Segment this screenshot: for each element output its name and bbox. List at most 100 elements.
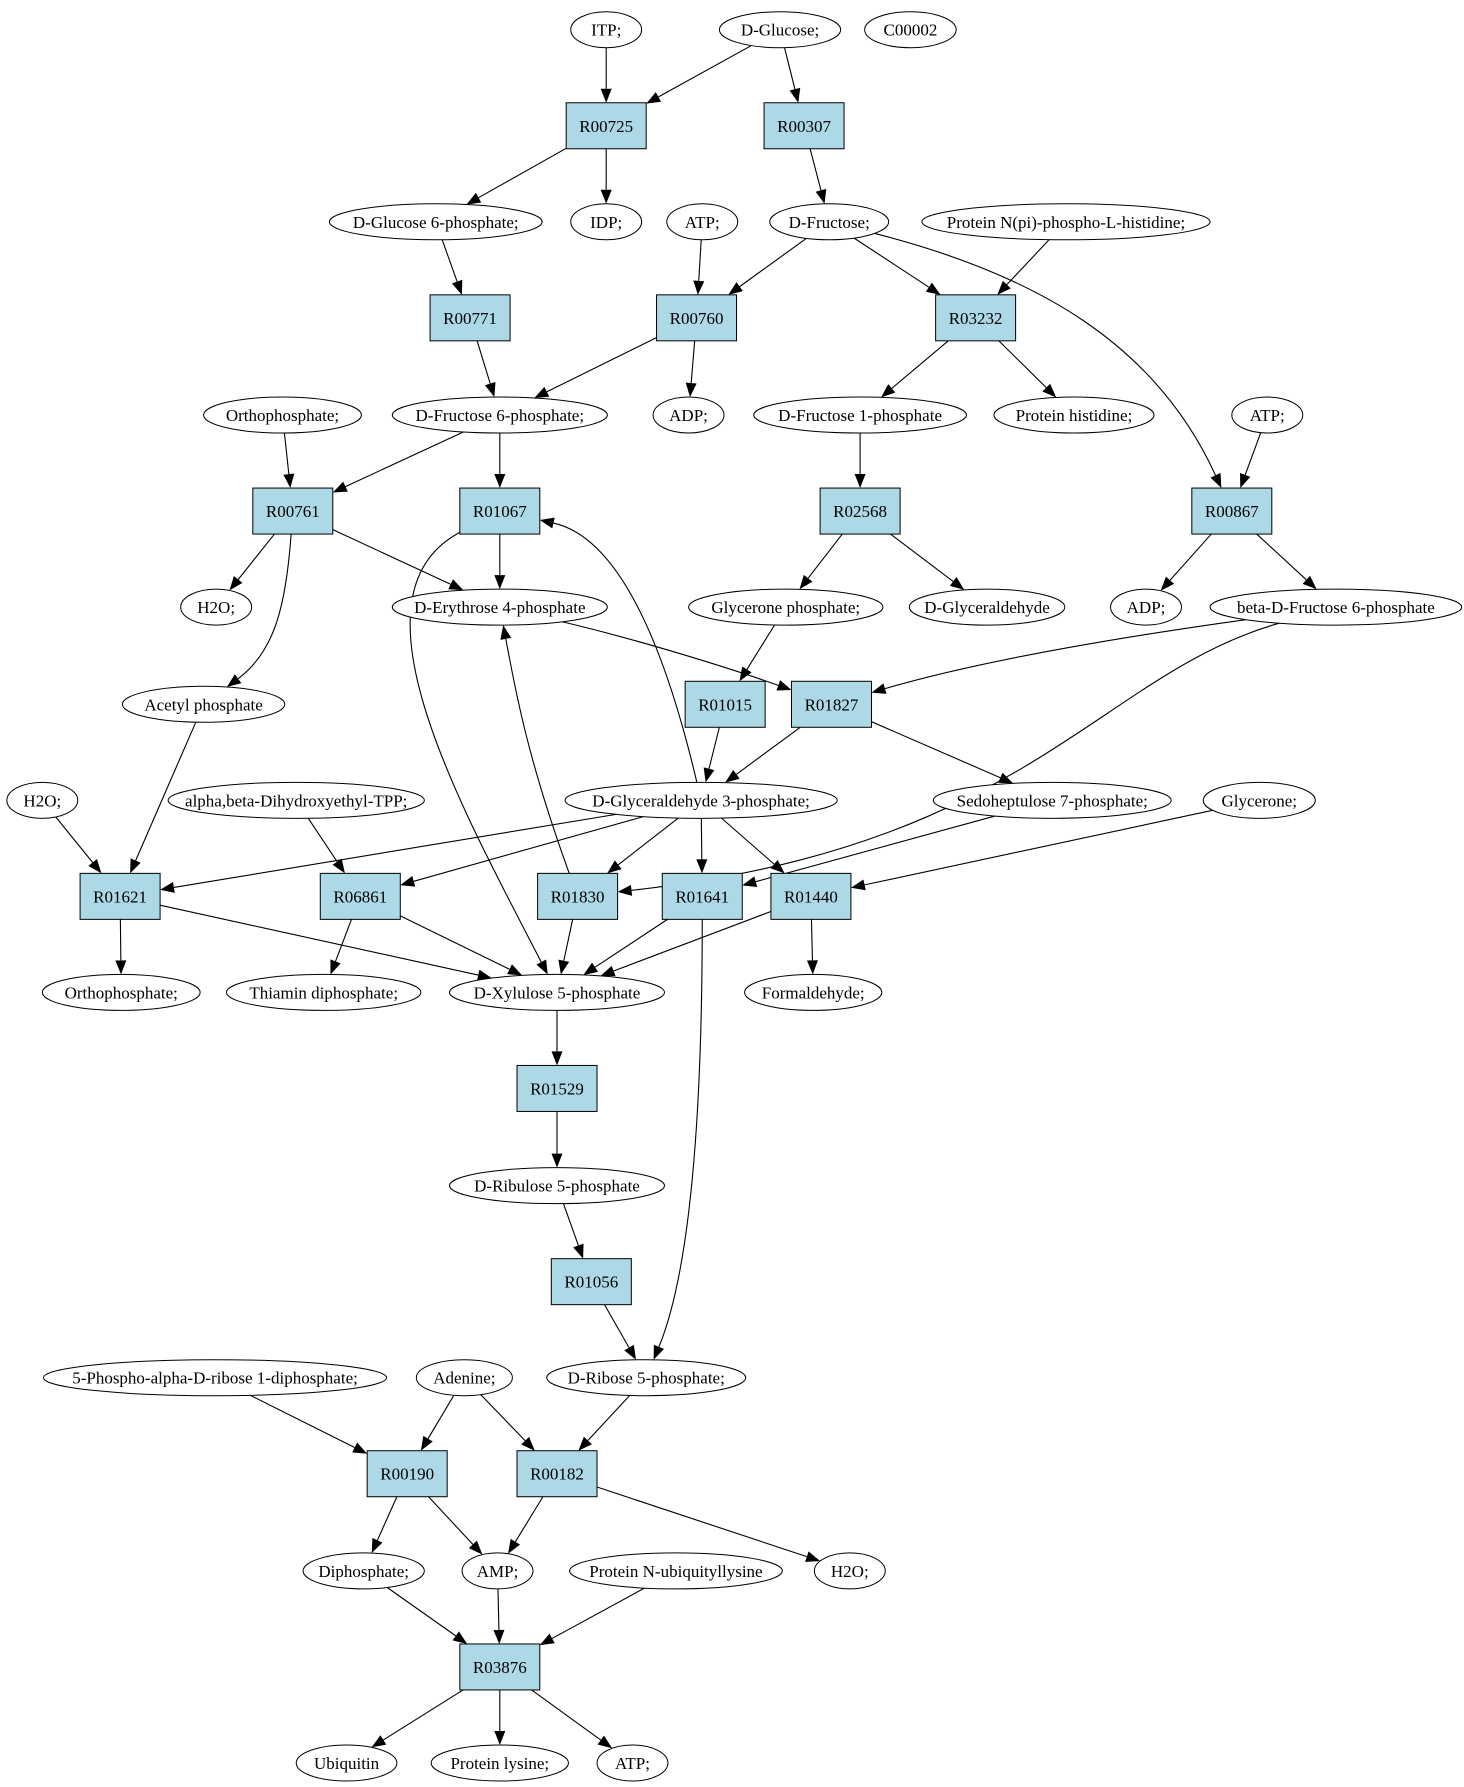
compound-node-ru5p[interactable]: D-Ribulose 5-phosphate xyxy=(448,1167,666,1205)
arrowhead-prpp-to-r00190 xyxy=(352,1442,368,1454)
compound-node-ortho1[interactable]: Orthophosphate; xyxy=(203,396,362,434)
compound-node-h2o2[interactable]: H2O; xyxy=(6,781,79,819)
node-label: R00725 xyxy=(579,117,633,136)
compound-node-f1p[interactable]: D-Fructose 1-phosphate xyxy=(753,396,967,434)
compound-node-thiamin[interactable]: Thiamin diphosphate; xyxy=(225,973,422,1011)
reaction-box xyxy=(516,1450,598,1498)
compound-node-e4p[interactable]: D-Erythrose 4-phosphate xyxy=(391,588,608,626)
reaction-node-r01529[interactable]: R01529 xyxy=(516,1064,598,1112)
node-label: R02568 xyxy=(833,502,887,521)
reaction-node-r01067[interactable]: R01067 xyxy=(459,487,541,535)
compound-node-x5p[interactable]: D-Xylulose 5-phosphate xyxy=(448,973,666,1011)
compound-node-glyceronep[interactable]: Glycerone phosphate; xyxy=(688,588,884,626)
node-label: D-Erythrose 4-phosphate xyxy=(414,598,585,617)
reaction-node-r00307[interactable]: R00307 xyxy=(763,102,845,150)
reaction-node-r00725[interactable]: R00725 xyxy=(565,102,647,150)
compound-node-ubiquitin[interactable]: Ubiquitin xyxy=(295,1744,398,1782)
reaction-box xyxy=(550,1258,632,1306)
compound-node-protubi[interactable]: Protein N-ubiquityllysine xyxy=(569,1552,783,1590)
reaction-box xyxy=(565,102,647,150)
reaction-node-r01641[interactable]: R01641 xyxy=(661,872,743,920)
node-label: R00182 xyxy=(530,1465,584,1484)
arrowhead-r00761-to-e4p xyxy=(448,579,464,591)
node-label: Thiamin diphosphate; xyxy=(249,983,398,1002)
compound-node-betaf6p[interactable]: beta-D-Fructose 6-phosphate xyxy=(1209,588,1463,626)
compound-node-glycerone[interactable]: Glycerone; xyxy=(1202,781,1316,819)
reaction-node-r01621[interactable]: R01621 xyxy=(79,872,161,920)
compound-node-ortho2[interactable]: Orthophosphate; xyxy=(41,973,201,1011)
reaction-node-r00867[interactable]: R00867 xyxy=(1191,487,1273,535)
reaction-node-r01827[interactable]: R01827 xyxy=(791,680,873,728)
compound-node-r5p[interactable]: D-Ribose 5-phosphate; xyxy=(546,1359,747,1397)
compound-node-glucose[interactable]: D-Glucose; xyxy=(718,11,842,49)
arrowhead-r00761-to-acetylp xyxy=(226,674,242,688)
reaction-node-r00771[interactable]: R00771 xyxy=(429,294,511,342)
compound-node-s7p[interactable]: Sedoheptulose 7-phosphate; xyxy=(932,781,1172,819)
compound-node-formaldehyde[interactable]: Formaldehyde; xyxy=(744,973,883,1011)
reaction-box xyxy=(935,294,1017,342)
reaction-node-r01830[interactable]: R01830 xyxy=(537,872,619,920)
node-label: D-Fructose 6-phosphate; xyxy=(416,406,585,425)
compound-node-amp[interactable]: AMP; xyxy=(461,1552,534,1590)
compound-node-alphabeta[interactable]: alpha,beta-Dihydroxyethyl-TPP; xyxy=(167,781,425,819)
node-label: R00190 xyxy=(380,1465,434,1484)
reaction-node-r06861[interactable]: R06861 xyxy=(319,872,401,920)
edge-fructose-to-r00760 xyxy=(739,237,807,288)
compound-node-prothis[interactable]: Protein histidine; xyxy=(993,396,1155,434)
compound-ellipse xyxy=(570,11,643,49)
edge-glycerone-to-r01440 xyxy=(864,809,1213,886)
compound-ellipse xyxy=(1209,588,1463,626)
compound-node-itp[interactable]: ITP; xyxy=(570,11,643,49)
compound-node-c00002[interactable]: C00002 xyxy=(864,11,957,49)
edge-glucose-to-r00307 xyxy=(783,47,796,90)
compound-node-protlys[interactable]: Protein lysine; xyxy=(430,1744,569,1782)
reaction-node-r00761[interactable]: R00761 xyxy=(252,487,334,535)
compound-node-g3p[interactable]: D-Glyceraldehyde 3-phosphate; xyxy=(564,781,838,819)
reaction-node-r00182[interactable]: R00182 xyxy=(516,1450,598,1498)
compound-node-prpp[interactable]: 5-Phospho-alpha-D-ribose 1-diphosphate; xyxy=(42,1359,388,1397)
compound-node-diphosphate[interactable]: Diphosphate; xyxy=(302,1552,425,1590)
arrowhead-protubi-to-r03876 xyxy=(539,1633,555,1646)
compound-ellipse xyxy=(753,396,967,434)
compound-node-h2o3[interactable]: H2O; xyxy=(813,1552,886,1590)
compound-node-dglyceraldehyde[interactable]: D-Glyceraldehyde xyxy=(908,588,1066,626)
compound-node-g6p[interactable]: D-Glucose 6-phosphate; xyxy=(328,203,543,241)
compound-node-atp1[interactable]: ATP; xyxy=(666,203,739,241)
compound-node-adp1[interactable]: ADP; xyxy=(652,396,725,434)
reaction-node-r01056[interactable]: R01056 xyxy=(550,1258,632,1306)
compound-node-idp[interactable]: IDP; xyxy=(570,203,643,241)
compound-node-f6p[interactable]: D-Fructose 6-phosphate; xyxy=(391,396,608,434)
edge-r00760-to-adp1 xyxy=(690,340,696,384)
node-label: Adenine; xyxy=(433,1369,495,1388)
compound-ellipse xyxy=(688,588,884,626)
compound-node-fructose[interactable]: D-Fructose; xyxy=(769,203,890,241)
compound-node-atp3[interactable]: ATP; xyxy=(596,1744,669,1782)
node-label: H2O; xyxy=(197,598,235,617)
compound-node-protnpi[interactable]: Protein N(pi)-phospho-L-histidine; xyxy=(921,203,1211,241)
reaction-node-r01015[interactable]: R01015 xyxy=(684,680,766,728)
reaction-node-r00760[interactable]: R00760 xyxy=(656,294,738,342)
compound-ellipse xyxy=(569,1552,783,1590)
edge-glucose-to-r00725 xyxy=(658,45,752,98)
reaction-node-r00190[interactable]: R00190 xyxy=(366,1450,448,1498)
arrowhead-r01440-to-x5p xyxy=(600,965,616,977)
arrowhead-r01621-to-x5p xyxy=(477,969,492,981)
arrowhead-r00867-to-adp2 xyxy=(1160,576,1175,591)
edge-r00190-to-amp xyxy=(428,1496,474,1545)
node-label: Acetyl phosphate xyxy=(144,695,263,714)
node-label: H2O; xyxy=(831,1562,869,1581)
compound-node-atp2[interactable]: ATP; xyxy=(1231,396,1304,434)
reaction-node-r03876[interactable]: R03876 xyxy=(459,1643,541,1691)
arrowhead-r01067-to-x5p xyxy=(536,959,548,975)
node-label: D-Ribulose 5-phosphate xyxy=(474,1177,640,1196)
node-label: ATP; xyxy=(685,213,720,232)
reaction-node-r03232[interactable]: R03232 xyxy=(935,294,1017,342)
compound-node-acetylp[interactable]: Acetyl phosphate xyxy=(121,685,286,723)
reaction-node-r02568[interactable]: R02568 xyxy=(819,487,901,535)
reaction-node-r01440[interactable]: R01440 xyxy=(770,872,852,920)
compound-node-h2o1[interactable]: H2O; xyxy=(180,588,253,626)
node-label: Orthophosphate; xyxy=(226,406,339,425)
compound-node-adp2[interactable]: ADP; xyxy=(1110,588,1182,626)
compound-node-adenine[interactable]: Adenine; xyxy=(415,1359,513,1397)
edge-amp-to-r03876 xyxy=(497,1588,500,1630)
